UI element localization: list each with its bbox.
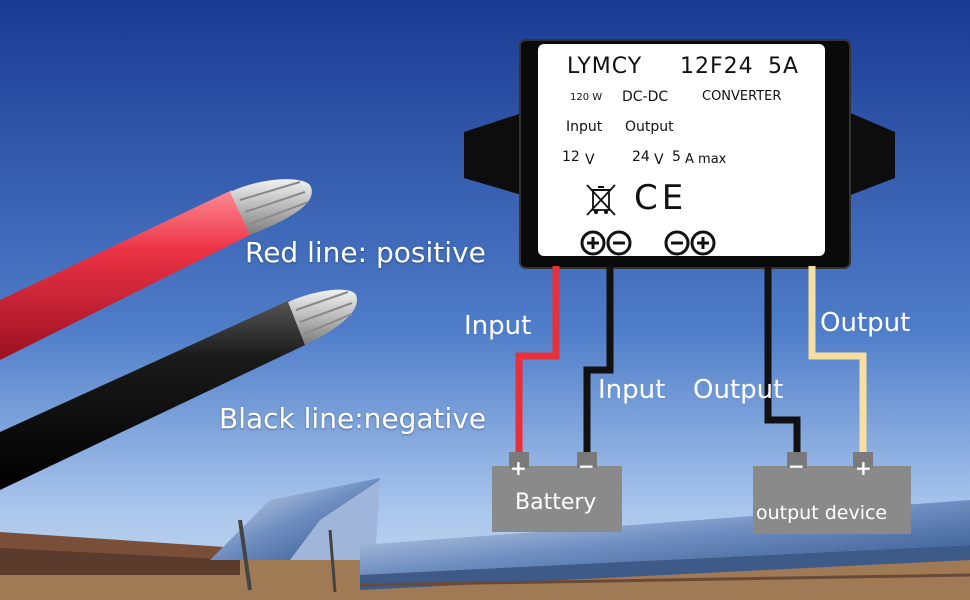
battery-box xyxy=(492,452,622,532)
output-label-yellow: Output xyxy=(820,308,911,338)
power-rating: 120 W xyxy=(570,92,603,103)
wire-red-input xyxy=(515,266,560,466)
battery-plus-terminal: + xyxy=(510,456,527,480)
weee-bin-icon xyxy=(586,184,616,216)
device-plus-terminal: + xyxy=(855,456,872,480)
input-polarity-icon xyxy=(580,230,632,256)
input-label-black: Input xyxy=(598,375,666,405)
battery-minus-terminal: − xyxy=(578,454,595,478)
output-current-unit: A max xyxy=(685,152,727,167)
black-line-caption: Black line:negative xyxy=(219,402,487,435)
wire-black-input xyxy=(583,266,614,466)
output-voltage-value: 24 xyxy=(632,149,650,165)
input-voltage-value: 12 xyxy=(562,149,580,165)
wiring xyxy=(515,266,867,466)
wire-black-output xyxy=(764,266,801,466)
output-polarity-icon xyxy=(664,230,716,256)
black-cable xyxy=(0,289,357,490)
output-current-value: 5 xyxy=(672,149,681,165)
battery-label: Battery xyxy=(515,490,597,515)
output-heading: Output xyxy=(625,119,674,135)
input-heading: Input xyxy=(566,119,603,135)
brand-name: LYMCY xyxy=(567,54,643,79)
output-device-label: output device xyxy=(756,502,888,524)
red-cable xyxy=(0,179,312,360)
converter-label-panel: LYMCY 12F24 5A 120 W DC-DC CONVERTER Inp… xyxy=(538,44,825,256)
device-minus-terminal: − xyxy=(788,454,805,478)
ce-mark: CE xyxy=(634,178,688,218)
output-label-black: Output xyxy=(693,375,784,405)
input-voltage-unit: V xyxy=(585,152,595,168)
output-voltage-unit: V xyxy=(654,152,664,168)
output-device-box xyxy=(753,452,911,534)
input-label-red: Input xyxy=(464,311,532,341)
wire-yellow-output xyxy=(808,266,867,466)
current-rating: 5A xyxy=(768,54,800,79)
type-dcdc: DC-DC xyxy=(622,89,669,105)
type-converter: CONVERTER xyxy=(702,89,782,104)
red-line-caption: Red line: positive xyxy=(245,236,486,269)
model-number: 12F24 xyxy=(680,54,754,79)
